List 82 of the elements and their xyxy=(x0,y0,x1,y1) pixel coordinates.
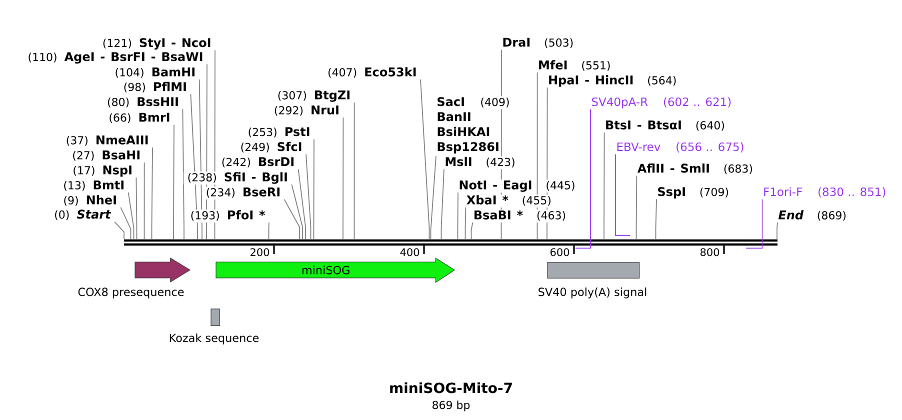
site-label: SacI BanII BsiHKAI Bsp1286I (409) xyxy=(438,97,509,154)
site-label: (407) Eco53kI xyxy=(328,67,416,78)
leader-line xyxy=(464,207,466,240)
site-label: SspI (709) xyxy=(658,187,728,198)
site-label: NotI - EagI (445) xyxy=(460,180,574,192)
primer-label: EBV-rev (656 .. 675) xyxy=(617,142,744,152)
leader-line xyxy=(182,108,184,240)
leader-line xyxy=(206,64,208,240)
leader-line xyxy=(604,132,605,240)
site-label: (80) BssHII xyxy=(108,97,178,108)
site-label: (307) BtgZI xyxy=(278,90,350,102)
site-label: (253) PstI xyxy=(248,127,310,138)
site-label: (238) SfiI - BglI xyxy=(188,172,287,184)
leader-line xyxy=(313,138,314,240)
leader-line xyxy=(298,168,306,240)
leader-line xyxy=(636,175,638,240)
leader-line xyxy=(420,79,430,240)
feature-label: SV40 poly(A) signal xyxy=(538,287,646,298)
leader-line xyxy=(470,222,474,240)
site-label: BsaBI * (463) xyxy=(474,210,566,221)
leader-line xyxy=(144,162,145,240)
leader-line xyxy=(198,79,202,240)
primer-label: F1ori-F (830 .. 851) xyxy=(764,187,886,198)
scale-label: 600 xyxy=(550,248,570,256)
leader-line xyxy=(214,50,216,240)
feature-label: Kozak sequence xyxy=(170,333,259,344)
leader-line xyxy=(354,102,355,240)
site-label: (27) BsaHI xyxy=(73,150,140,161)
scale-label: 200 xyxy=(250,248,270,256)
leader-line xyxy=(114,221,124,240)
leader-line xyxy=(457,192,458,240)
sequence-line xyxy=(124,239,778,246)
leader-line xyxy=(430,156,436,240)
leader-line xyxy=(655,198,657,240)
site-label: AflII - SmlI (683) xyxy=(637,163,752,174)
leader-line xyxy=(546,87,548,240)
site-label: (121) StyI - NcoI xyxy=(103,38,210,50)
site-label: (249) SfcI xyxy=(241,142,302,152)
leader-line xyxy=(291,184,303,240)
site-label: (0) Start xyxy=(55,210,112,220)
primer-label: SV40pA-R (602 .. 621) xyxy=(592,97,731,108)
site-label: (110) AgeI - BsrFI - BsaWI xyxy=(28,52,202,64)
site-label: (9) NheI xyxy=(64,195,116,206)
site-label: (66) BmrI xyxy=(110,112,170,124)
site-label: BtsI - BtsαI (640) xyxy=(606,120,724,131)
leader-line xyxy=(536,72,538,240)
feature-label: COX8 presequence xyxy=(78,288,184,298)
site-label: DraI (503) xyxy=(503,38,573,48)
primer-line xyxy=(615,154,630,236)
site-label: (37) NmeAIII xyxy=(66,136,148,146)
leader-line xyxy=(136,177,138,240)
map-title: miniSOG-Mito-7 xyxy=(390,382,512,394)
site-label: (234) BseRI xyxy=(206,188,280,198)
site-label: MfeI (551) xyxy=(539,60,610,71)
site-label: (13) BmtI xyxy=(64,180,124,191)
feature-block: miniSOG xyxy=(216,257,456,284)
site-label: (98) PflMI xyxy=(124,82,186,92)
site-label: (292) NruI xyxy=(274,106,338,116)
scale-label: 400 xyxy=(400,248,420,256)
site-label: (17) NspI xyxy=(74,166,132,177)
leader-line xyxy=(440,168,444,240)
leader-line xyxy=(500,49,502,240)
leader-line xyxy=(151,147,153,240)
primer-line xyxy=(575,108,591,249)
leader-line xyxy=(306,154,312,240)
site-label: (104) BamHI xyxy=(116,68,194,78)
leader-line xyxy=(268,222,270,240)
site-label: End (869) xyxy=(778,210,846,221)
leader-line xyxy=(173,124,174,240)
leader-line xyxy=(128,192,134,240)
leader-line xyxy=(776,222,778,240)
leader-line xyxy=(190,94,198,240)
primer-line xyxy=(746,198,763,249)
leader-line xyxy=(284,199,300,240)
site-label: HpaI - HincII (564) xyxy=(549,75,676,87)
leader-line xyxy=(120,207,132,240)
site-label: (242) BsrDI xyxy=(222,157,294,168)
leader-line xyxy=(342,117,344,240)
site-label: XbaI * (455) xyxy=(466,195,550,206)
site-label: (193) PfoI * xyxy=(191,210,266,221)
site-label: MslI (423) xyxy=(446,156,514,168)
sequence-length: 869 bp xyxy=(432,400,470,412)
